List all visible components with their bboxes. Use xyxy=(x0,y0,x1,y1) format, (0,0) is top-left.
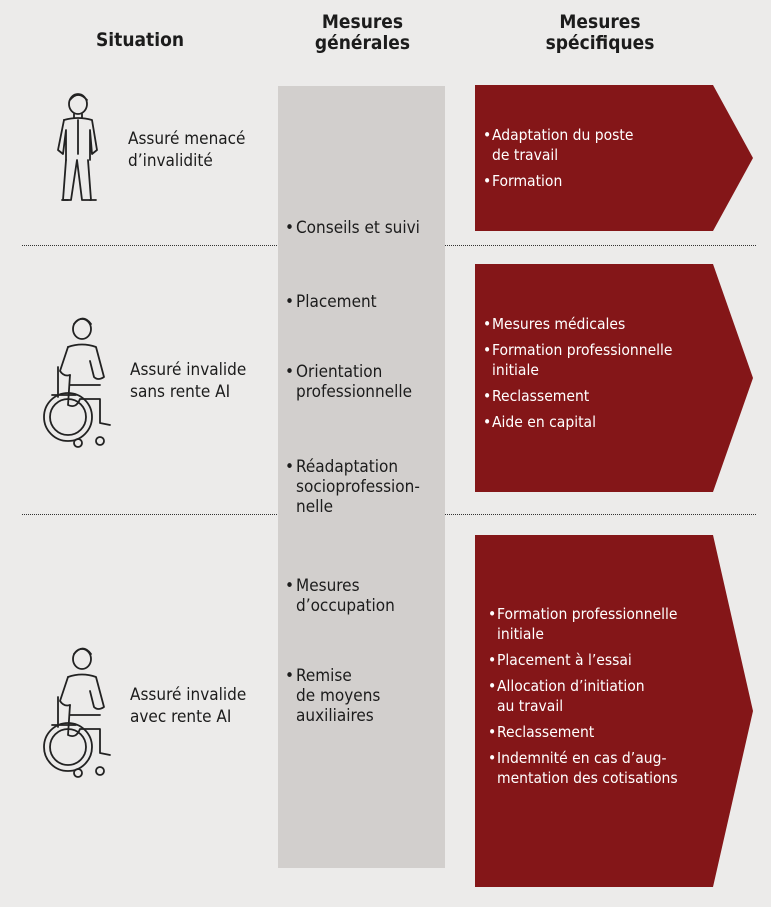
specific-arrow-2 xyxy=(475,264,753,492)
header-general-measures: Mesures générales xyxy=(314,11,411,54)
specific-item: •Placement à l’essai xyxy=(488,651,632,669)
specific-item: •Reclassement xyxy=(488,723,595,741)
specific-item: •Indemnité en cas d’aug-mentation des co… xyxy=(488,749,678,787)
arrow-shape-3 xyxy=(475,535,753,887)
standing-person-icon xyxy=(42,92,112,208)
specific-item: •Formation xyxy=(483,172,563,190)
specific-item: •Aide en capital xyxy=(483,413,596,431)
specific-item: •Reclassement xyxy=(483,387,590,405)
general-item-placement: •Placement xyxy=(285,292,377,312)
general-item-conseils: •Conseils et suivi xyxy=(285,218,420,238)
general-measures-column xyxy=(278,86,445,868)
specific-arrow-1 xyxy=(475,85,753,231)
divider-2-right xyxy=(445,514,756,515)
header-specific-measures: Mesures spécifiques xyxy=(545,11,655,54)
arrow-shape-1 xyxy=(475,85,753,231)
wheelchair-user-icon xyxy=(38,315,122,454)
arrow-shape-2 xyxy=(475,264,753,492)
header-situation: Situation xyxy=(96,29,184,51)
specific-item: •Mesures médicales xyxy=(483,315,626,333)
specific-list-2: •Mesures médicales •Formation profession… xyxy=(483,314,713,438)
wheelchair-user-icon-2 xyxy=(38,645,122,784)
divider-2 xyxy=(22,514,277,515)
divider-1-right xyxy=(445,245,756,246)
specific-arrow-3 xyxy=(475,535,753,887)
divider-1 xyxy=(22,245,277,246)
